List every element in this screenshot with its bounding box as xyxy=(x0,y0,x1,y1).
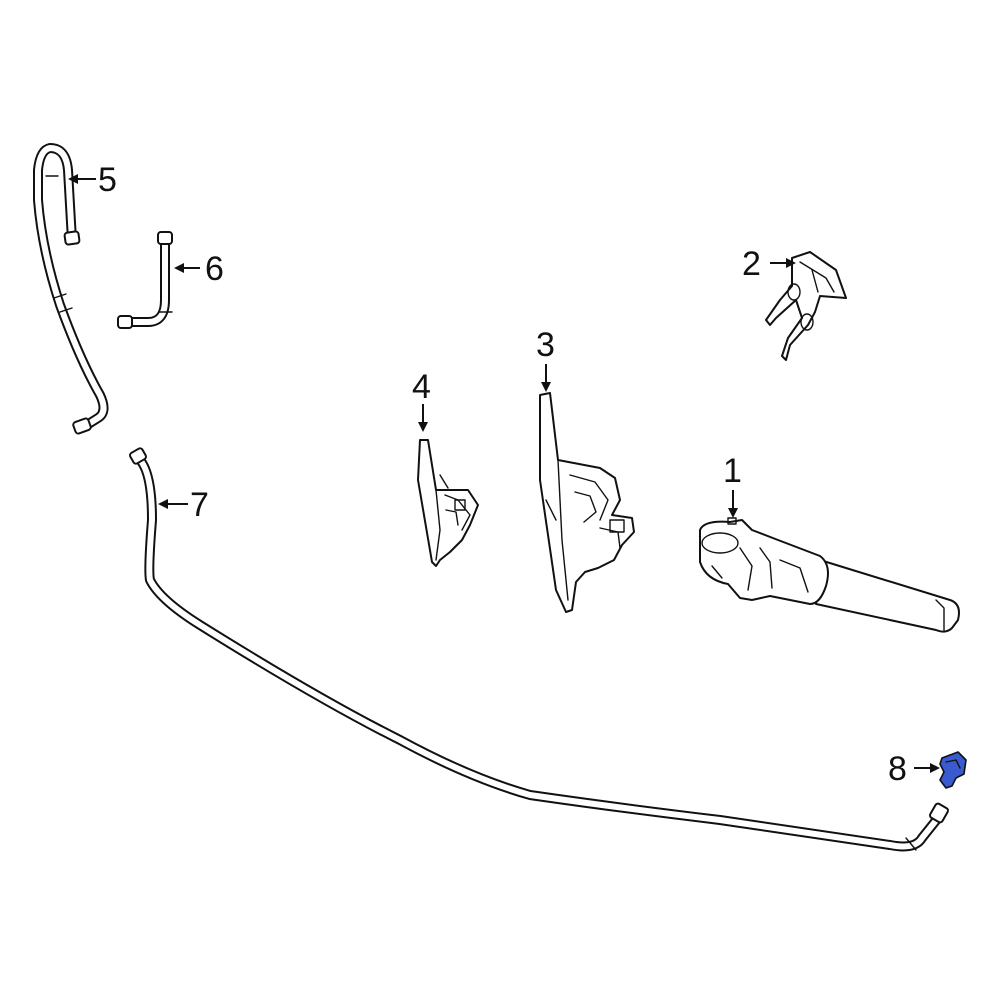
callout-4: 4 xyxy=(412,368,431,432)
callout-2: 2 xyxy=(742,245,796,283)
part-7-supply-line[interactable] xyxy=(129,447,949,852)
callout-1: 1 xyxy=(723,452,742,518)
callout-8-label: 8 xyxy=(888,750,907,788)
part-2-clip[interactable] xyxy=(765,251,847,361)
callout-3-label: 3 xyxy=(536,326,555,364)
part-8-connector-highlighted[interactable] xyxy=(939,751,967,789)
part-3-bracket[interactable] xyxy=(539,392,635,613)
callout-3: 3 xyxy=(536,326,555,392)
callout-5: 5 xyxy=(68,161,117,199)
callout-8: 8 xyxy=(888,750,940,788)
callout-2-label: 2 xyxy=(742,245,761,283)
callout-7: 7 xyxy=(158,486,209,524)
part-4-bracket[interactable] xyxy=(417,439,479,567)
callout-6: 6 xyxy=(174,250,224,288)
callout-1-label: 1 xyxy=(723,452,742,490)
callout-5-label: 5 xyxy=(98,161,117,199)
part-6-hose[interactable] xyxy=(117,231,173,329)
callout-6-label: 6 xyxy=(205,250,224,288)
callout-7-label: 7 xyxy=(190,486,209,524)
callout-4-label: 4 xyxy=(412,368,431,406)
part-5-hose[interactable] xyxy=(33,143,109,435)
part-1-nozzle-cylinder[interactable] xyxy=(699,517,960,633)
